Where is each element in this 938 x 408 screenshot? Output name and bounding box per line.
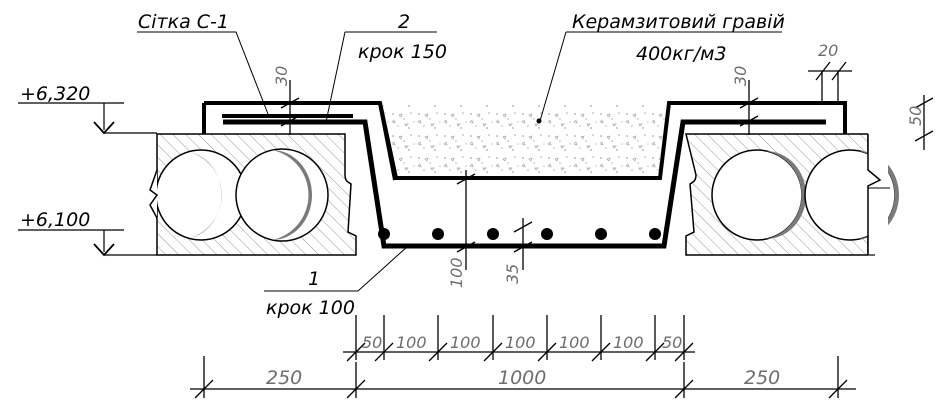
dim-bottom-thickness: 100 [447,257,466,288]
dim-spacing-5: 100 [559,333,590,352]
dim-left-cover: 30 [272,66,291,86]
dim-bottom-right: 250 [744,367,780,389]
dim-spacing-4: 100 [505,333,536,352]
bar1-number-label: 1 [308,268,320,290]
dim-spacing-2: 100 [396,333,427,352]
leader-lines [137,31,782,292]
bar1-step-label: крок 100 [266,297,355,319]
dim-right-offset: 20 [818,41,838,60]
gravel-fill [383,105,666,176]
dim-spacing-1: 50 [362,333,382,352]
dim-right-edge: 50 [906,106,925,126]
left-slab [140,133,357,256]
right-slab [685,130,899,260]
dim-spacing-7: 50 [662,333,682,352]
level-top-label: +6,320 [20,83,90,105]
dim-spacing-3: 100 [450,333,481,352]
dim-bottom-center: 1000 [498,367,546,389]
dim-bottom-cover: 35 [503,264,522,284]
mesh-label: Сітка С-1 [138,11,229,33]
rebar-1-dots [378,228,661,240]
dimension-lines [190,61,934,399]
level-lines [18,102,875,257]
dim-right-cover: 30 [731,66,750,86]
joint-concrete [202,101,847,181]
gravel-density-label: 400кг/м3 [636,43,727,65]
level-bottom-label: +6,100 [20,209,90,231]
bar2-step-label: крок 150 [358,41,447,63]
dim-bottom-left: 250 [266,367,302,389]
bar2-number-label: 2 [398,11,410,33]
gravel-label: Керамзитовий гравій [572,11,785,33]
dim-spacing-6: 100 [613,333,644,352]
